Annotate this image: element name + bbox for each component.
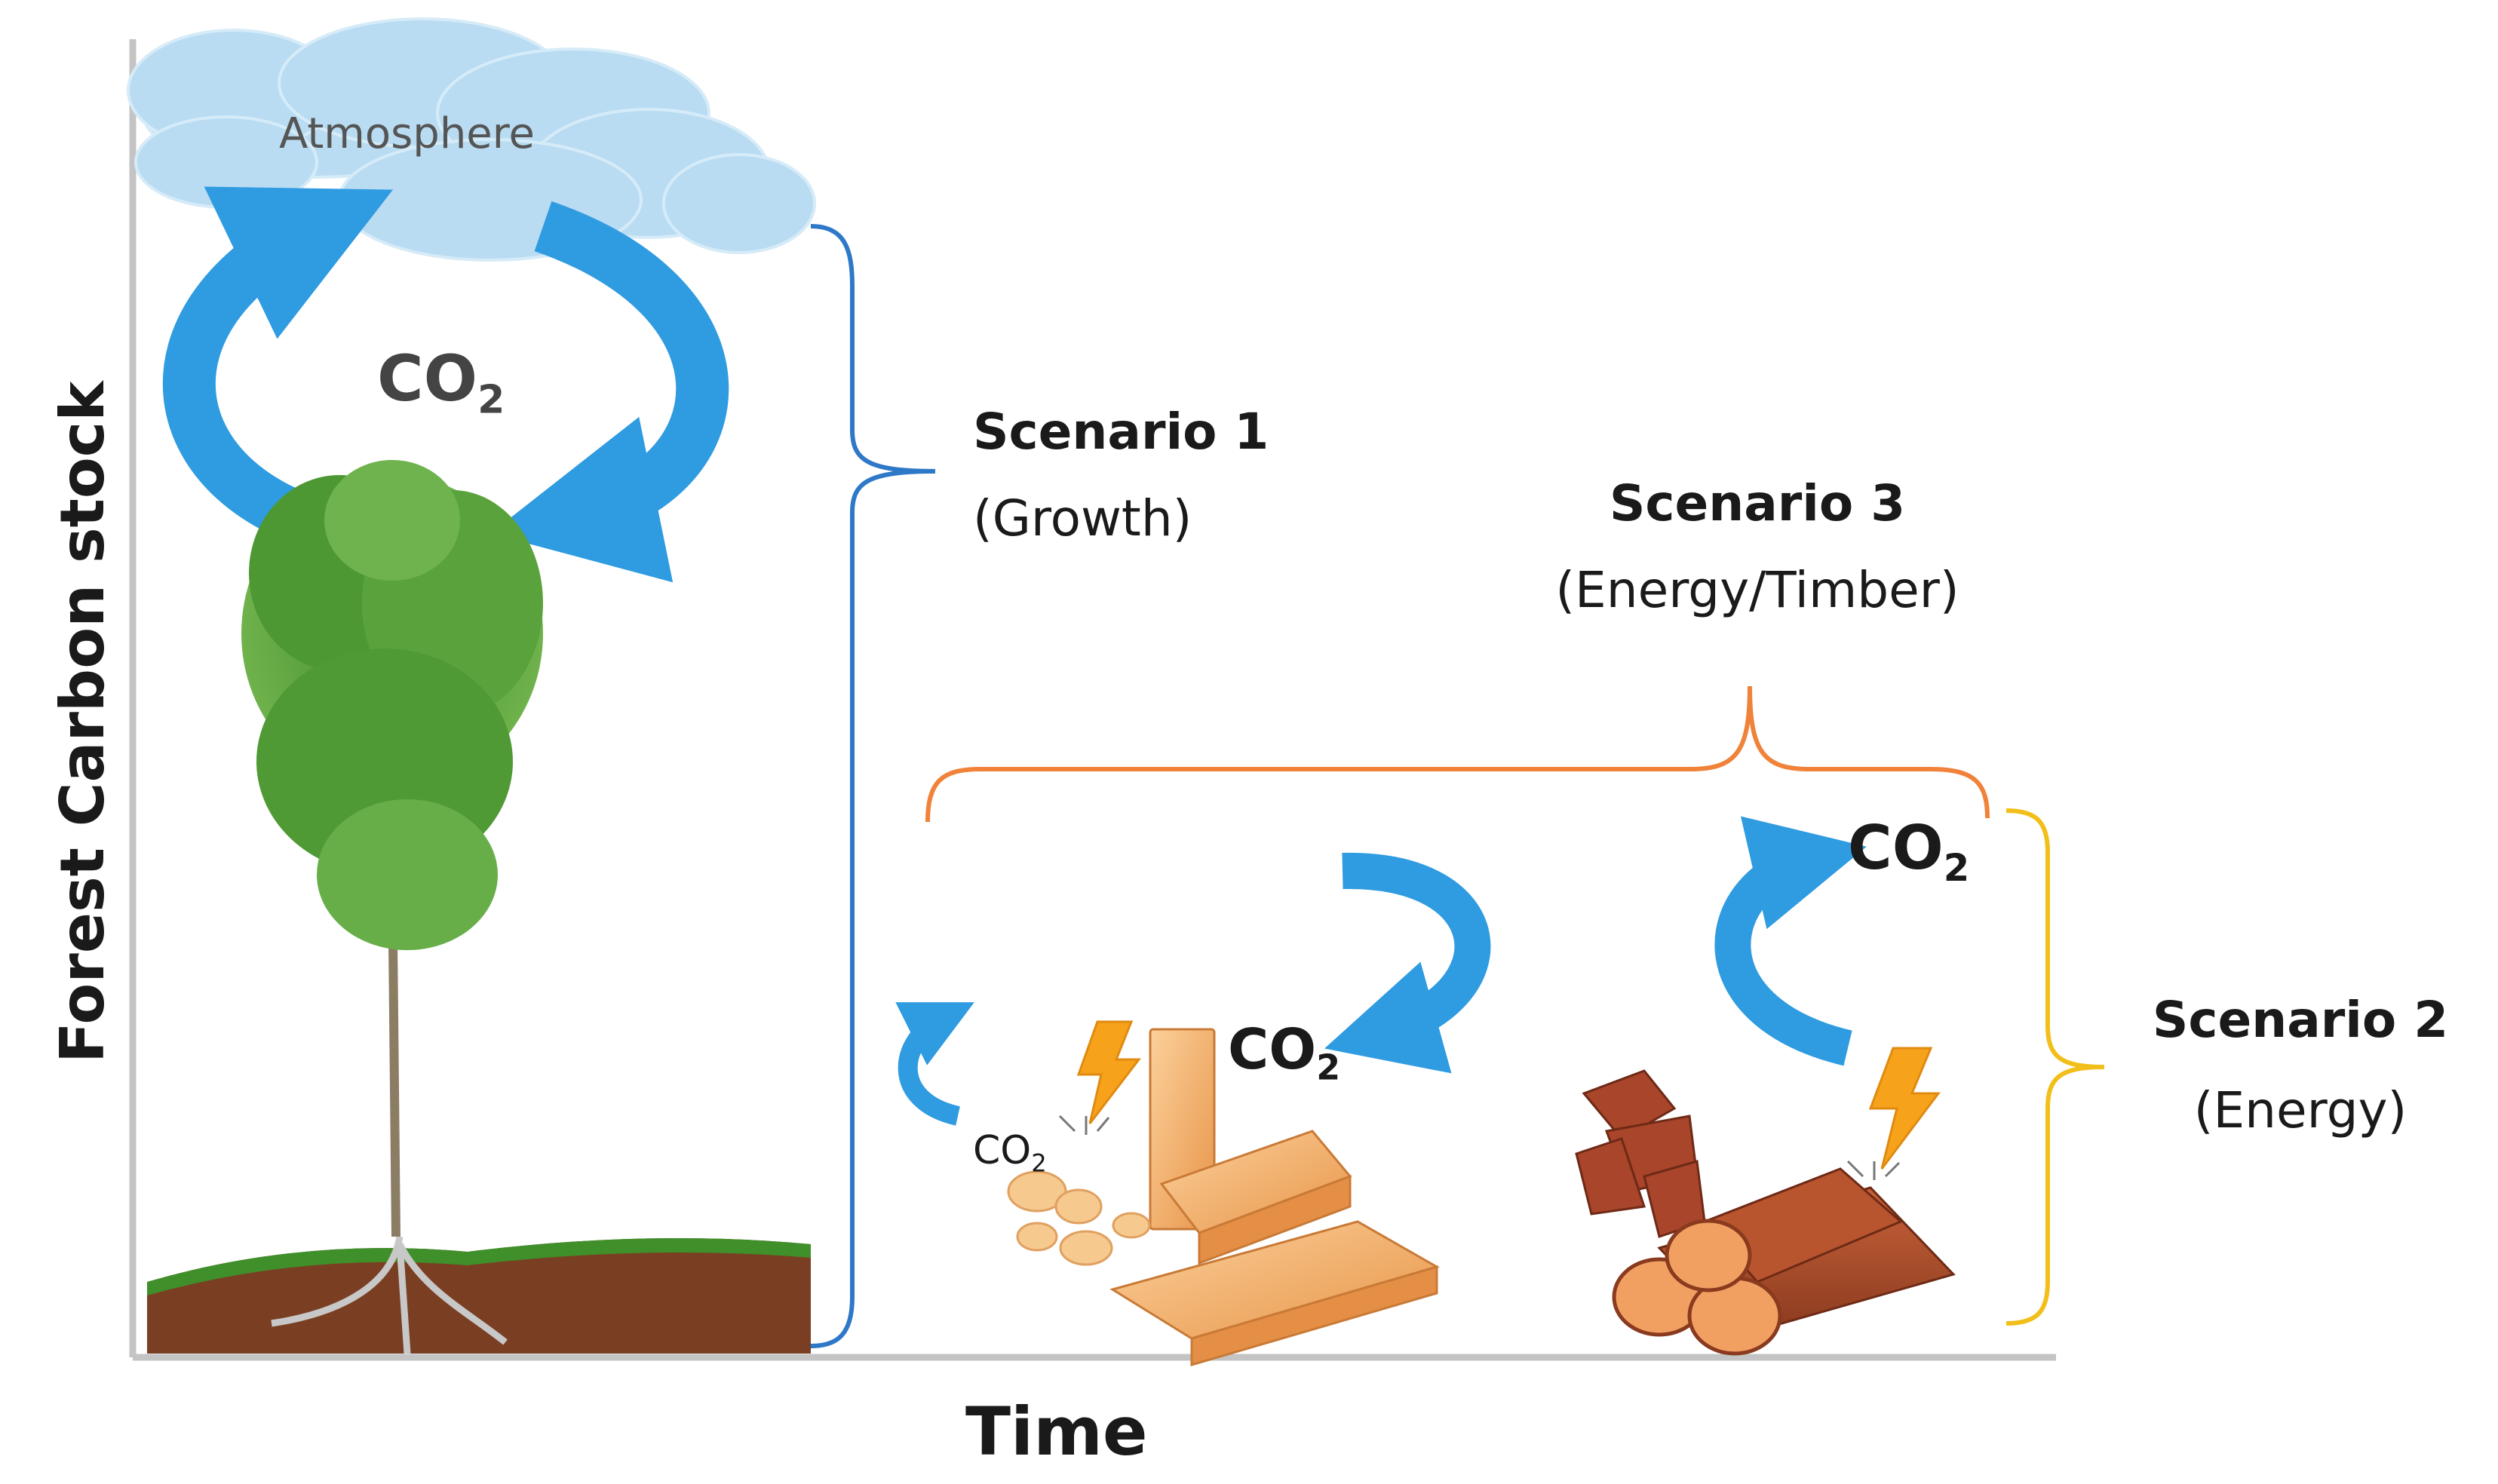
wood-chips-icon [1575,1069,1706,1238]
atmosphere-label: Atmosphere [279,109,536,158]
spark-lines [1058,1115,1901,1180]
axes [129,39,2056,1361]
cycle-arrow-icon [1714,816,1867,1066]
scenario-1-title: Scenario 1 [973,403,1269,461]
scenario-3-subtitle: (Energy/Timber) [1555,561,1959,619]
y-axis-label: Forest Carbon stock [48,381,118,1063]
scenario-3-bracket [925,685,1990,823]
scenario-2-bracket [2005,808,2105,1326]
lightning-icon [1076,1020,1142,1124]
co2-label-main: CO2 [377,342,505,423]
co2-label-energy: CO2 [1848,813,1970,890]
scenario-1-bracket [810,224,936,1348]
tree-icon [241,460,543,1237]
lightning-icon [1868,1047,1941,1170]
co2-label-shavings: CO2 [973,1128,1047,1178]
soil-icon [147,1236,811,1354]
wood-shavings-icon [1007,1170,1151,1266]
scenario-2-subtitle: (Energy) [2193,1081,2407,1139]
scenario-2-title: Scenario 2 [2152,991,2449,1049]
log-pile-icon [1612,1167,1956,1356]
scenario-3-title: Scenario 3 [1609,474,1906,532]
scenario-1-subtitle: (Growth) [973,489,1192,547]
co2-label-timber: CO2 [1228,1017,1341,1088]
cloud-icon [127,17,816,262]
x-axis-label: Time [965,1393,1148,1470]
cycle-arrow-icon [895,852,1491,1126]
wood-plank-icon [1109,1028,1440,1367]
